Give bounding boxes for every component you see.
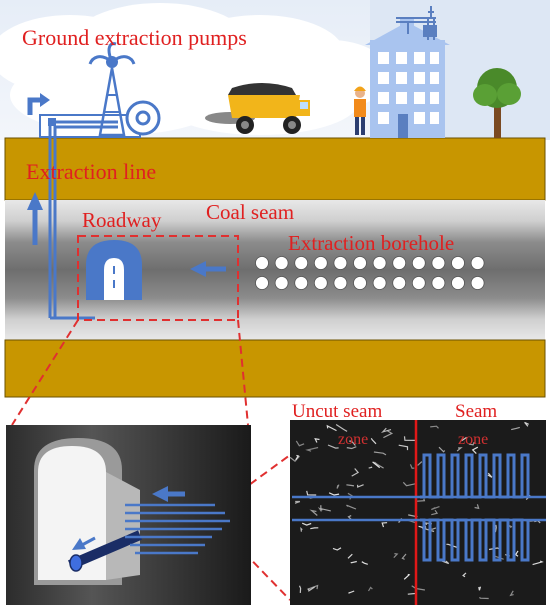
borehole xyxy=(274,256,289,270)
crane-icon xyxy=(396,6,437,40)
borehole xyxy=(294,256,309,270)
borehole xyxy=(353,276,367,290)
borehole xyxy=(431,256,446,270)
borehole xyxy=(294,276,309,290)
borehole xyxy=(411,276,426,290)
borehole xyxy=(372,276,387,290)
tunnel-3d-view xyxy=(6,425,251,605)
zoom-line-right xyxy=(237,319,249,426)
label-seam: Seam xyxy=(455,401,498,422)
borehole xyxy=(313,276,328,290)
borehole xyxy=(431,276,446,290)
borehole xyxy=(255,256,269,270)
label-zone-right: zone xyxy=(458,431,489,448)
borehole xyxy=(392,256,407,270)
tree-icon xyxy=(473,68,521,138)
truck-icon xyxy=(205,83,310,134)
zoom-line-left xyxy=(11,319,79,426)
label-roadway: Roadway xyxy=(82,208,162,232)
arrow-icon xyxy=(190,261,226,277)
borehole xyxy=(470,256,485,270)
borehole xyxy=(470,276,485,290)
borehole xyxy=(333,256,348,270)
borehole xyxy=(353,256,367,270)
arrow-icon xyxy=(27,192,43,245)
crack-photo xyxy=(289,420,546,605)
label-extraction-borehole: Extraction borehole xyxy=(288,231,455,255)
label-ground-extraction-pumps: Ground extraction pumps xyxy=(22,25,247,50)
ground-top xyxy=(4,137,546,201)
borehole xyxy=(333,276,348,290)
borehole xyxy=(274,276,289,290)
borehole xyxy=(255,276,269,290)
borehole-grid xyxy=(255,256,485,290)
label-extraction-line: Extraction line xyxy=(26,159,157,184)
borehole xyxy=(451,256,465,270)
label-zone-left: zone xyxy=(338,431,369,448)
borehole xyxy=(411,256,426,270)
label-uncut-seam: Uncut seam xyxy=(292,401,383,422)
borehole xyxy=(451,276,465,290)
borehole xyxy=(313,256,328,270)
label-coal-seam: Coal seam xyxy=(206,200,295,224)
roadway-highlight-box xyxy=(77,235,239,321)
borehole xyxy=(392,276,407,290)
roadway-icon xyxy=(86,240,142,300)
worker-icon xyxy=(354,86,366,135)
borehole xyxy=(372,256,387,270)
ground-bottom xyxy=(4,339,546,398)
extraction-pipe xyxy=(48,120,118,320)
